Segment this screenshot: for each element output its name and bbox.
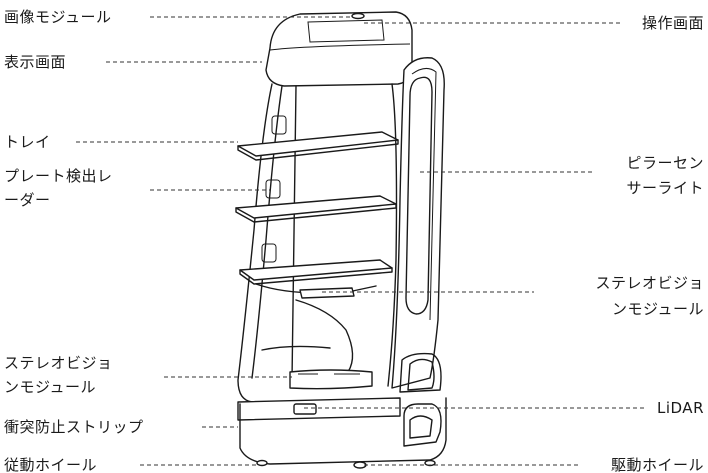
lower-compartment bbox=[255, 283, 377, 390]
label-drive-wheel: 駆動ホイール bbox=[610, 456, 704, 473]
label-plate-radar-line2: ーダー bbox=[4, 191, 51, 209]
leader-lines bbox=[76, 16, 644, 466]
tray-2 bbox=[235, 179, 397, 223]
label-pillar-light-line2: サーライト bbox=[626, 179, 704, 197]
robot-base bbox=[237, 352, 447, 469]
label-display-screen: 表示画面 bbox=[4, 53, 67, 71]
robot-frame bbox=[237, 57, 445, 403]
label-stereo-vision-right-line1: ステレオビジョ bbox=[595, 274, 704, 292]
label-camera-module-top: 画像モジュール bbox=[4, 8, 112, 26]
robot-head bbox=[265, 11, 413, 87]
label-tray: トレイ bbox=[4, 133, 51, 151]
label-operation-screen: 操作画面 bbox=[641, 14, 704, 32]
label-stereo-vision-left-line2: ンモジュール bbox=[4, 378, 96, 396]
label-stereo-vision-left-line1: ステレオビジョ bbox=[4, 354, 113, 372]
label-bumper-strip: 衝突防止ストリップ bbox=[4, 418, 144, 436]
label-lidar: LiDAR bbox=[657, 399, 704, 417]
tray-3 bbox=[239, 243, 393, 285]
label-pillar-light-line1: ピラーセン bbox=[626, 154, 704, 172]
label-stereo-vision-right-line2: ンモジュール bbox=[612, 300, 704, 318]
label-plate-radar-line1: プレート検出レ bbox=[4, 167, 113, 185]
label-driven-wheel: 従動ホイール bbox=[4, 456, 98, 473]
tray-1 bbox=[237, 115, 399, 161]
